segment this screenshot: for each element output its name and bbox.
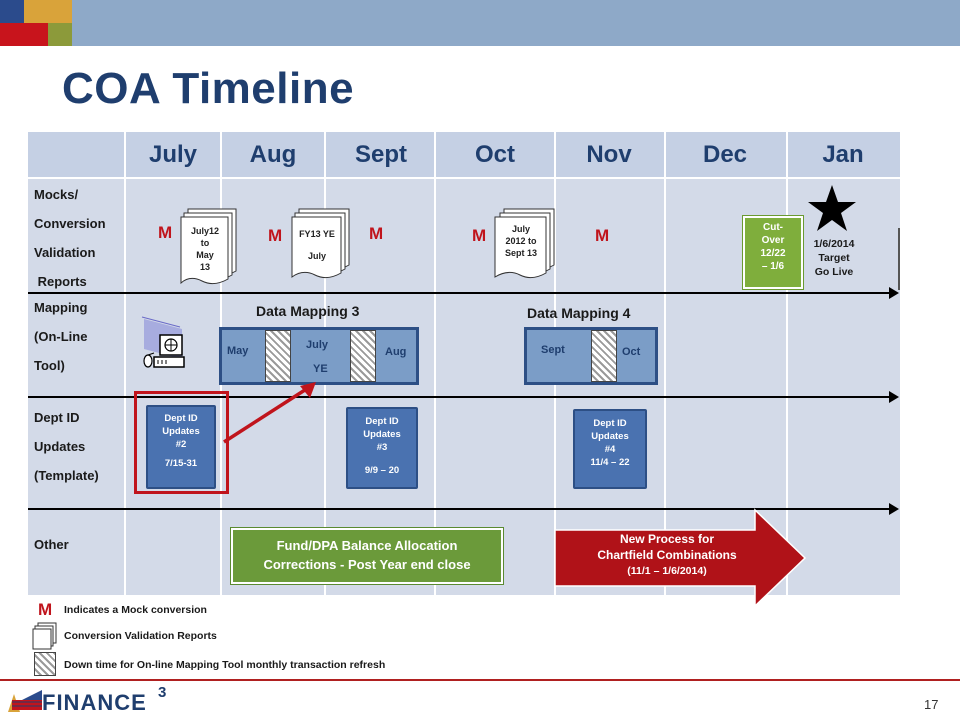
- computer-icon: [141, 316, 185, 368]
- mapping-month-label: May: [227, 345, 249, 357]
- row-label-line: Mocks/: [34, 187, 79, 202]
- new-process-label: New Process for Chartfield Combinations …: [597, 532, 737, 577]
- col-header-jan: Jan: [822, 141, 864, 168]
- cutover-label: Cut- Over 12/22 – 1/6: [760, 222, 786, 272]
- validation-report-doc: FY13 YE July: [291, 207, 351, 283]
- legend-hatch-icon: [34, 652, 56, 676]
- banner-square-olive: [48, 23, 72, 46]
- timeline-arrowhead: [889, 391, 899, 403]
- mapping-month-label: July: [306, 339, 329, 351]
- banner-square-gold: [24, 0, 48, 23]
- page-number: 17: [924, 697, 939, 712]
- fund-dpa-box: Fund/DPA Balance Allocation Corrections …: [230, 527, 504, 585]
- col-divider: [786, 132, 788, 595]
- row-label-line: Dept ID: [34, 410, 80, 425]
- validation-report-doc: July12 to May 13: [180, 207, 240, 289]
- col-header-july: July: [148, 141, 198, 168]
- top-banner: [0, 0, 960, 46]
- finance-logo: FINANCE 3: [8, 684, 188, 716]
- timeline-arrow-line: [28, 508, 890, 510]
- col-divider: [124, 132, 126, 595]
- banner-square-red: [0, 23, 48, 46]
- row-label-line: (On-Line: [34, 329, 88, 344]
- legend-downtime-text: Down time for On-line Mapping Tool month…: [64, 659, 386, 671]
- col-header-dec: Dec: [702, 141, 748, 168]
- row-label-line: Conversion: [34, 216, 106, 231]
- document-stack-icon: [494, 208, 555, 279]
- timeline-arrowhead: [889, 287, 899, 299]
- col-divider: [434, 132, 436, 595]
- logo-text: FINANCE: [42, 690, 147, 715]
- new-process-arrow: [554, 508, 807, 608]
- dept-id-update-3: Dept ID Updates #3 9/9 – 20: [346, 407, 418, 489]
- downtime-hatch: [350, 330, 376, 382]
- mock-marker: M: [595, 226, 610, 245]
- data-mapping-4-label: Data Mapping 4: [527, 305, 631, 321]
- banner-square-gold-2: [48, 0, 72, 23]
- timeline-arrowhead: [889, 503, 899, 515]
- mock-marker: M: [268, 226, 283, 245]
- legend-mock-symbol: M: [38, 600, 53, 619]
- legend-mock-text: Indicates a Mock conversion: [64, 604, 207, 616]
- row-label-other: Other: [34, 537, 69, 552]
- legend-document-icon: [32, 622, 57, 650]
- page-title: COA Timeline: [62, 64, 355, 113]
- downtime-hatch: [591, 330, 617, 382]
- row-label-mocks: Mocks/ Conversion Validation Reports: [34, 180, 106, 296]
- row-label-line: Mapping: [34, 300, 88, 315]
- doc-label: July 2012 to Sept 13: [504, 224, 537, 258]
- red-arrow-icon: [223, 382, 316, 444]
- col-divider: [664, 132, 666, 595]
- go-live-label: 1/6/2014 Target Go Live: [813, 238, 855, 278]
- logo-mark-icon: [8, 690, 42, 712]
- downtime-hatch: [265, 330, 291, 382]
- row-label-line: Tool): [34, 358, 65, 373]
- star-icon: [808, 185, 856, 231]
- timeline-arrow-line: [28, 292, 890, 294]
- mapping-month-label: Oct: [622, 346, 641, 358]
- banner-square-blue: [0, 0, 24, 23]
- cutover-box: Cut- Over 12/22 – 1/6: [742, 215, 804, 290]
- row-label-line: Validation: [34, 245, 96, 260]
- row-label-mapping: Mapping (On-Line Tool): [34, 293, 87, 380]
- row-label-line: (Template): [34, 468, 99, 483]
- mapping-month-label: Aug: [385, 346, 407, 358]
- mock-marker: M: [472, 226, 487, 245]
- fund-dpa-label: Fund/DPA Balance Allocation Corrections …: [263, 538, 471, 572]
- row-label-line: Updates: [34, 439, 86, 454]
- row-label-line: Reports: [34, 274, 87, 289]
- dept-id-update-4: Dept ID Updates #4 11/4 – 22: [573, 409, 647, 489]
- mock-marker: M: [369, 224, 384, 243]
- data-mapping-3-bar: [219, 327, 419, 385]
- validation-report-doc: July 2012 to Sept 13: [494, 207, 556, 283]
- document-stack-icon: [180, 208, 237, 285]
- edge-marker: [898, 228, 900, 290]
- col-header-oct: Oct: [474, 141, 515, 168]
- doc-label: July12 to May 13: [190, 226, 220, 272]
- dept-id-update-2: Dept ID Updates #2 7/15-31: [146, 405, 216, 489]
- header-separator: [28, 177, 900, 179]
- footer-line: [0, 679, 960, 681]
- mock-marker: M: [158, 223, 173, 242]
- col-header-aug: Aug: [249, 141, 297, 168]
- col-header-sept: Sept: [354, 141, 407, 168]
- legend-validation-text: Conversion Validation Reports: [64, 630, 217, 642]
- timeline-arrow-line: [28, 396, 890, 398]
- mapping-month-label: Sept: [541, 344, 565, 356]
- data-mapping-3-label: Data Mapping 3: [256, 303, 360, 319]
- row-label-dept: Dept ID Updates (Template): [34, 403, 99, 490]
- timeline-header: [28, 132, 900, 178]
- document-stack-icon: [291, 208, 350, 279]
- col-header-nov: Nov: [586, 141, 632, 168]
- doc-label: FY13 YE July: [299, 229, 335, 261]
- logo-superscript: 3: [158, 684, 167, 701]
- highlight-box: [134, 391, 229, 494]
- mapping-month-label: YE: [313, 363, 328, 375]
